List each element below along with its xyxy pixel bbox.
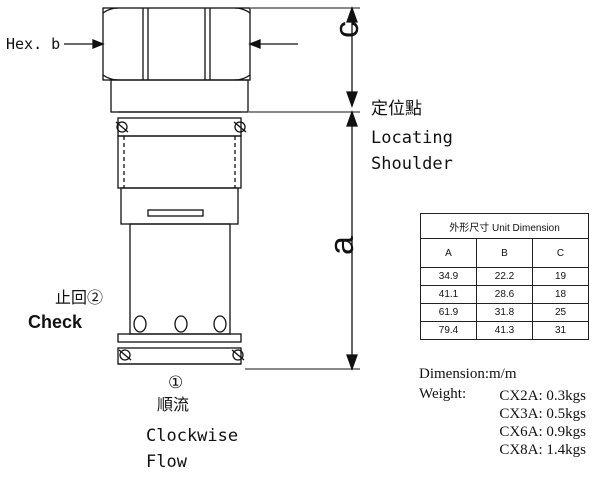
flow-number-label: ① bbox=[168, 373, 184, 392]
table-cell: 25 bbox=[532, 303, 589, 322]
hex-leader-arrows bbox=[64, 39, 298, 49]
table-cell: 79.4 bbox=[420, 321, 477, 340]
table-cell: 22.2 bbox=[476, 267, 533, 286]
dimension-a-label: a bbox=[323, 236, 361, 255]
table-cell: 19 bbox=[532, 267, 589, 286]
hex-head bbox=[102, 7, 251, 81]
column-header-a: A bbox=[420, 238, 477, 268]
table-cell: 61.9 bbox=[420, 303, 477, 322]
flow-cn-label: 順流 bbox=[157, 397, 190, 414]
locating-shoulder-cn-label: 定位點 bbox=[371, 99, 422, 118]
thread-section bbox=[117, 135, 242, 189]
weight-value: 0.3kgs bbox=[546, 388, 586, 404]
neck bbox=[110, 79, 249, 113]
upper-o-ring bbox=[115, 111, 247, 137]
clockwise-label: Clockwise bbox=[146, 426, 239, 446]
table-cell: 31.8 bbox=[476, 303, 533, 322]
table-cell: 41.3 bbox=[476, 321, 533, 340]
weight-label: Weight: bbox=[419, 386, 467, 402]
weight-model: CX3A: bbox=[499, 406, 543, 422]
table-row: 34.9 22.2 19 bbox=[420, 267, 589, 286]
hex-b-label: Hex. b bbox=[6, 35, 61, 53]
column-header-b: B bbox=[476, 238, 533, 268]
weight-value: 0.9kgs bbox=[546, 424, 586, 440]
lower-o-ring bbox=[117, 333, 245, 365]
dimension-c-line bbox=[346, 6, 358, 108]
table-cell: 18 bbox=[532, 285, 589, 304]
flow-label: Flow bbox=[146, 452, 187, 472]
weight-row: CX3A: 0.5kgs bbox=[499, 405, 586, 423]
dimension-c-label: c bbox=[328, 21, 366, 38]
check-cn-label: 止回② bbox=[55, 290, 104, 307]
shoulder-label: Shoulder bbox=[371, 154, 453, 174]
weight-model: CX8A: bbox=[499, 442, 543, 458]
table-row: 41.1 28.6 18 bbox=[420, 285, 589, 304]
collar bbox=[120, 187, 239, 225]
weight-model: CX6A: bbox=[499, 424, 543, 440]
weight-row: CX2A: 0.3kgs bbox=[499, 387, 586, 405]
table-cell: 41.1 bbox=[420, 285, 477, 304]
unit-dimension-table: 外形尺寸 Unit Dimension A B C 34.9 22.2 19 4… bbox=[420, 213, 589, 340]
lower-body bbox=[129, 223, 231, 335]
table-row: 61.9 31.8 25 bbox=[420, 303, 589, 322]
weight-list: CX2A: 0.3kgs CX3A: 0.5kgs CX6A: 0.9kgs C… bbox=[499, 387, 586, 459]
table-cell: 31 bbox=[532, 321, 589, 340]
flow-holes bbox=[133, 315, 227, 333]
weight-model: CX2A: bbox=[499, 388, 543, 404]
check-label: Check bbox=[28, 312, 83, 332]
weight-value: 1.4kgs bbox=[546, 442, 586, 458]
table-caption: 外形尺寸 Unit Dimension bbox=[420, 213, 589, 239]
weight-row: CX6A: 0.9kgs bbox=[499, 423, 586, 441]
table-cell: 34.9 bbox=[420, 267, 477, 286]
column-header-c: C bbox=[532, 238, 589, 268]
extension-lines bbox=[245, 7, 360, 370]
locating-label: Locating bbox=[371, 128, 453, 148]
weight-value: 0.5kgs bbox=[546, 406, 586, 422]
weight-row: CX8A: 1.4kgs bbox=[499, 441, 586, 459]
table-cell: 28.6 bbox=[476, 285, 533, 304]
table-row: 79.4 41.3 31 bbox=[420, 321, 589, 340]
dimension-unit-note: Dimension:m/m bbox=[419, 366, 517, 382]
dimension-a-line bbox=[346, 110, 358, 371]
